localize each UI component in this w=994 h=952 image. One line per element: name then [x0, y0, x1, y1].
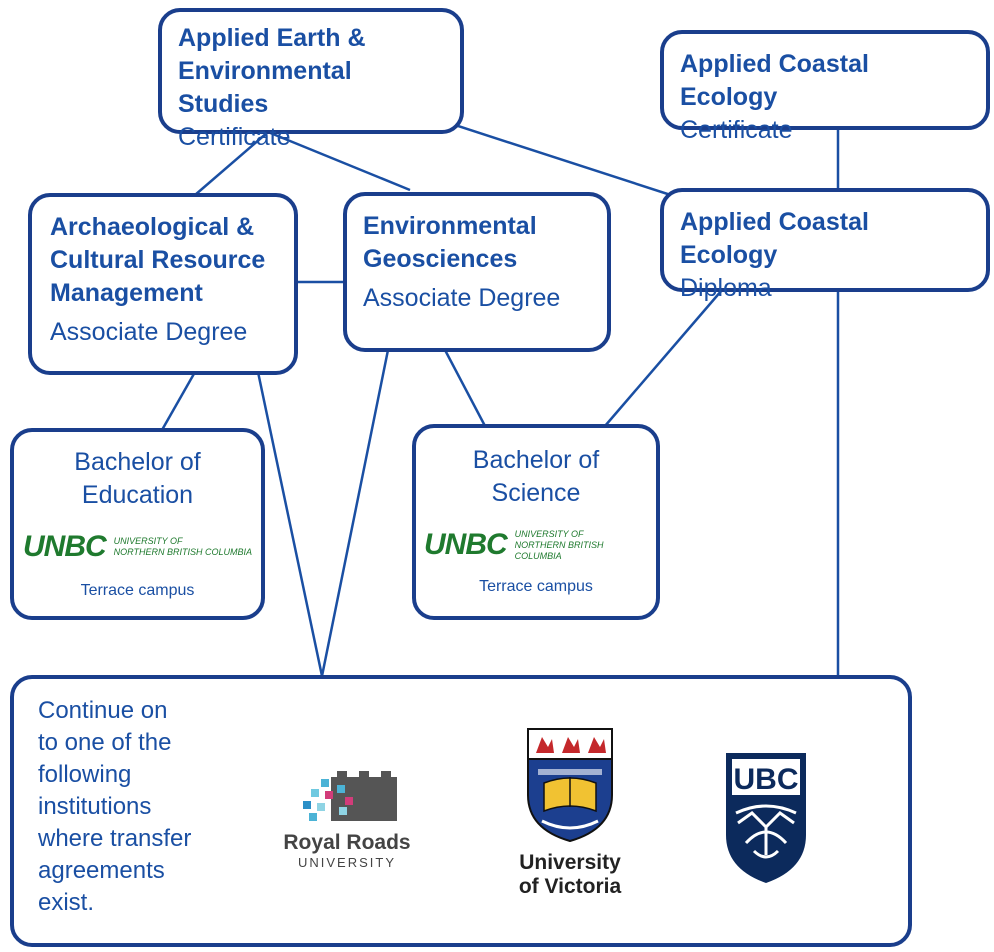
node-title-line2: Cultural Resource — [50, 246, 266, 274]
node-title: Applied Coastal Ecology — [680, 50, 869, 111]
node-bachelor-education: Bachelor of Education UNBC University of… — [10, 428, 265, 620]
node-title: Applied Coastal Ecology — [680, 208, 869, 269]
uvic-name-line2: of Victoria — [518, 875, 622, 898]
node-title-line1: Applied Earth & — [178, 24, 366, 52]
unbc-text-line2: Northern British Columbia — [514, 539, 604, 561]
node-applied-earth-certificate: Applied Earth & Environmental Studies Ce… — [158, 8, 464, 151]
continue-line: exist. — [38, 889, 95, 916]
uvic-name-line1: University — [519, 851, 621, 874]
node-archaeological-associate: Archaeological & Cultural Resource Manag… — [28, 193, 298, 375]
continue-line: to one of the — [38, 729, 172, 756]
node-continue-institutions: Continue on to one of the following inst… — [10, 675, 912, 947]
ubc-crest-icon: UBC — [726, 753, 806, 883]
node-title-line2: Geosciences — [363, 245, 518, 273]
ubc-mark: UBC — [734, 763, 799, 796]
node-applied-coastal-certificate: Applied Coastal Ecology Certificate — [660, 30, 990, 144]
node-title-line2: Environmental Studies — [178, 57, 352, 118]
node-title-line1: Environmental — [363, 212, 537, 240]
continue-line: where transfer — [38, 825, 192, 852]
unbc-mark: UNBC — [22, 530, 107, 563]
node-credential: Associate Degree — [363, 284, 561, 312]
unbc-text-line1: University of — [514, 528, 584, 539]
unbc-mark: UNBC — [424, 528, 508, 561]
node-credential: Diploma — [680, 274, 772, 302]
royal-roads-logo: Royal Roads UNIVERSITY — [272, 771, 422, 870]
node-credential: Certificate — [680, 116, 793, 144]
node-environmental-geosciences-associate: Environmental Geosciences Associate Degr… — [343, 192, 611, 352]
uvic-crest-icon — [527, 728, 613, 843]
royal-roads-name: Royal Roads — [283, 831, 411, 854]
node-applied-coastal-diploma: Applied Coastal Ecology Diploma — [660, 188, 990, 302]
node-title-line3: Management — [50, 279, 203, 307]
node-bachelor-science: Bachelor of Science UNBC University of N… — [412, 424, 660, 620]
node-line2: Science — [491, 479, 581, 507]
campus-label: Terrace campus — [479, 578, 593, 595]
ubc-logo: UBC — [724, 751, 814, 890]
unbc-logo: UNBC University of Northern British Colu… — [22, 530, 253, 564]
campus-label: Terrace campus — [80, 582, 195, 599]
continue-line: institutions — [38, 793, 152, 820]
node-line1: Bachelor of — [74, 448, 201, 476]
unbc-text-line2: Northern British Columbia — [113, 547, 253, 557]
node-line1: Bachelor of — [472, 446, 600, 474]
continue-line: Continue on — [38, 697, 168, 724]
continue-line: agreements — [38, 857, 165, 884]
continue-line: following — [38, 761, 132, 788]
node-line2: Education — [81, 481, 194, 509]
node-credential: Associate Degree — [50, 318, 248, 346]
uvic-logo: University of Victoria — [500, 725, 640, 899]
unbc-logo: UNBC University of Northern British Colu… — [424, 528, 648, 562]
unbc-text-line1: University of — [113, 536, 183, 546]
continue-text: Continue on to one of the following inst… — [38, 695, 884, 919]
node-credential: Certificate — [178, 123, 291, 151]
royal-roads-emblem — [303, 771, 397, 821]
royal-roads-sub: UNIVERSITY — [297, 855, 396, 870]
node-title-line1: Archaeological & — [50, 213, 255, 241]
